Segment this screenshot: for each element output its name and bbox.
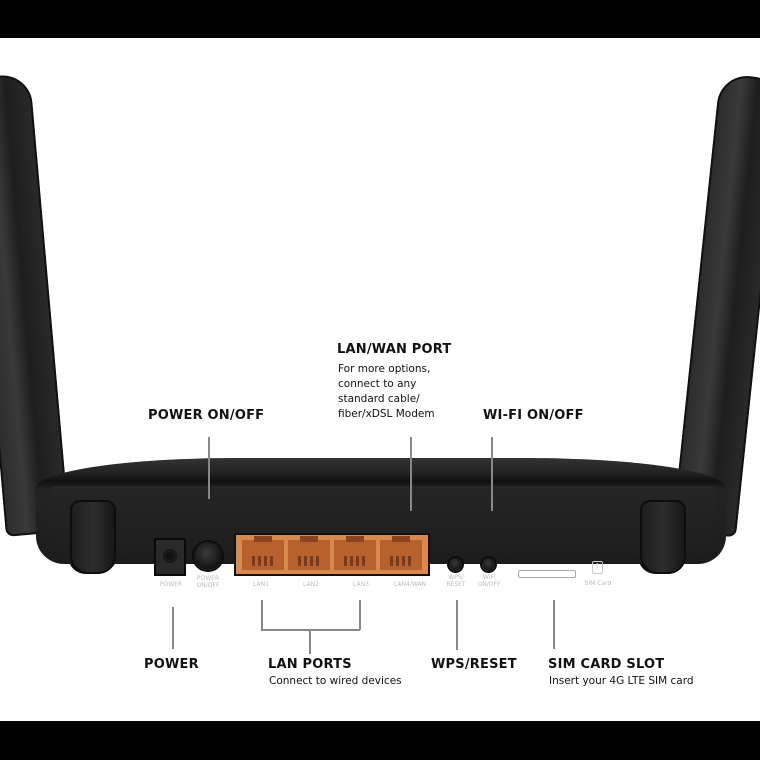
- lan-ports-title: LAN PORTS: [268, 657, 352, 672]
- lan4-wan-label: LAN4/WAN: [393, 581, 427, 588]
- lan-ports-bracket: [261, 629, 360, 631]
- left-antenna: [0, 72, 70, 537]
- lan3-port[interactable]: [334, 535, 376, 570]
- wifi-on-off-label: WiFi ON/OFF: [477, 574, 501, 588]
- lan2-label: LAN2: [303, 581, 319, 588]
- lan2-port[interactable]: [288, 535, 330, 570]
- power-on-off-leader: [208, 437, 210, 499]
- power-on-off-button[interactable]: [194, 542, 222, 570]
- wps-reset-button[interactable]: [449, 558, 462, 571]
- lan-port-block: [234, 533, 430, 576]
- power-title: POWER: [144, 657, 199, 672]
- lan-wan-port-desc: For more options, connect to any standar…: [338, 363, 435, 420]
- wps-reset-label: WPS/ RESET: [446, 574, 466, 588]
- power-jack-label: POWER: [159, 581, 183, 588]
- wps-reset-leader: [456, 600, 458, 650]
- lan-ports-leader-right: [359, 600, 361, 630]
- lan1-port[interactable]: [242, 535, 284, 570]
- power-jack[interactable]: [154, 538, 186, 576]
- power-on-off-title: POWER ON/OFF: [148, 408, 265, 423]
- wifi-on-off-button[interactable]: [482, 558, 495, 571]
- right-antenna: [672, 73, 760, 538]
- lan-ports-desc: Connect to wired devices: [269, 675, 402, 687]
- left-antenna-base: [70, 500, 116, 574]
- lan1-label: LAN1: [253, 581, 269, 588]
- lan3-label: LAN3: [353, 581, 369, 588]
- wps-reset-title: WPS/RESET: [431, 657, 517, 672]
- lan-wan-port-leader: [410, 437, 412, 511]
- lan4-wan-port[interactable]: [380, 535, 422, 570]
- sim-card-slot[interactable]: [518, 570, 576, 578]
- sim-card-icon: ↑: [592, 561, 603, 574]
- sim-card-slot-desc: Insert your 4G LTE SIM card: [549, 675, 694, 687]
- right-antenna-base: [640, 500, 686, 574]
- power-on-off-label: POWER ON/OFF: [196, 575, 220, 589]
- wifi-on-off-title: WI-FI ON/OFF: [483, 408, 584, 423]
- sim-card-slot-leader: [553, 600, 555, 649]
- lan-ports-leader-left: [261, 600, 263, 630]
- lan-wan-port-title: LAN/WAN PORT: [337, 342, 452, 357]
- lan-ports-leader: [309, 630, 311, 654]
- sim-card-label: SIM Card: [584, 580, 612, 587]
- wifi-on-off-leader: [491, 437, 493, 511]
- sim-card-slot-title: SIM CARD SLOT: [548, 657, 665, 672]
- power-leader: [172, 607, 174, 649]
